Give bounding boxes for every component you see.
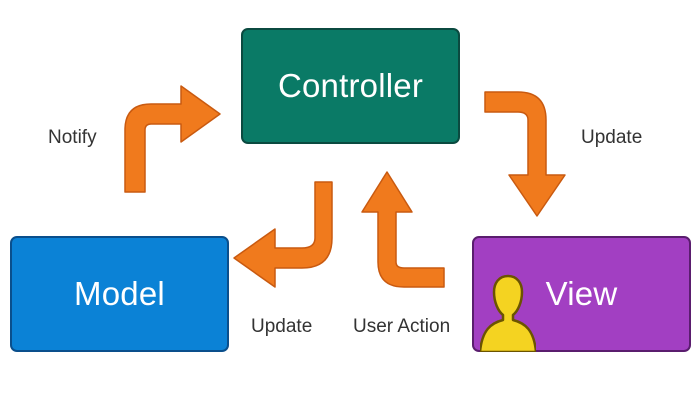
controller-label: Controller: [277, 67, 424, 104]
notify-arrow: [124, 85, 221, 193]
update-arrow-to-view: [484, 91, 566, 217]
user-action-label: User Action: [353, 316, 451, 337]
view-box: View: [472, 236, 691, 352]
user-silhouette-icon: [480, 274, 536, 352]
view-label: View: [545, 275, 618, 312]
user-action-arrow: [361, 171, 445, 288]
model-label: Model: [74, 275, 165, 312]
controller-box: Controller: [241, 28, 460, 144]
update-label-model: Update: [251, 316, 313, 337]
update-arrow-to-model: [233, 181, 333, 288]
update-label-view: Update: [581, 127, 643, 148]
model-box: Model: [10, 236, 229, 352]
notify-label: Notify: [48, 127, 97, 148]
